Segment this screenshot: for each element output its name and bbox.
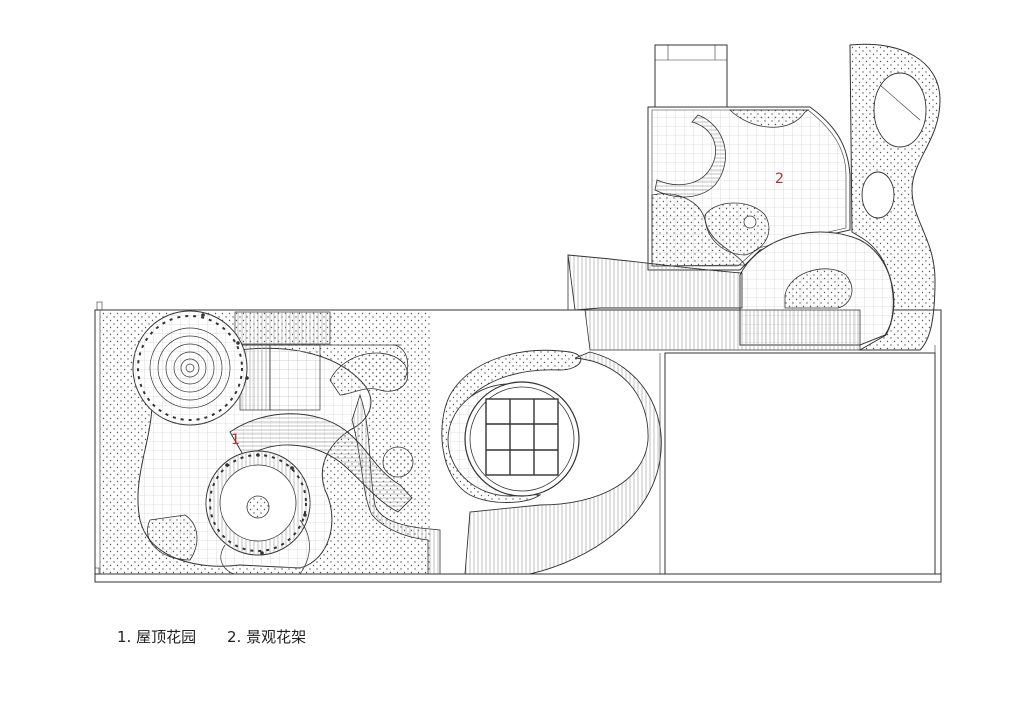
garden-planting-zone [100, 310, 441, 575]
landscape-pergola-zone [567, 43, 941, 351]
zone-2-number: 2 [775, 171, 784, 187]
legend-item-landscape-pergola: 2. 景观花架 [227, 628, 307, 646]
circular-plaza-lower [205, 450, 311, 556]
spiral-skylight-feature [441, 349, 662, 575]
railing-posts [201, 313, 307, 555]
zone-1-number: 1 [231, 432, 240, 448]
open-terrace [664, 352, 936, 575]
legend-item-roof-garden: 1. 屋顶花园 [117, 628, 197, 646]
circular-plaza-upper [132, 310, 248, 426]
